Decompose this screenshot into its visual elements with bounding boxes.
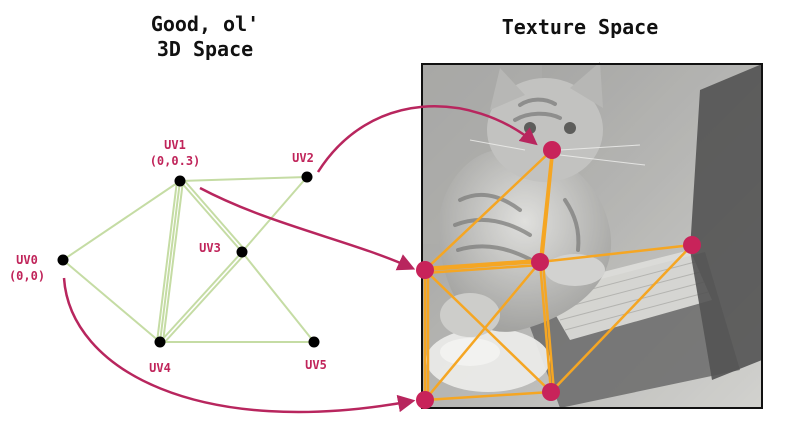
arrow-uv0 xyxy=(62,277,416,414)
arrow-uv1 xyxy=(199,186,416,271)
edge-uv3-uv5 xyxy=(241,251,315,343)
edge-uv3-uv4 xyxy=(159,251,243,343)
edge-uv0-uv4 xyxy=(62,259,161,343)
mesh-texture xyxy=(423,149,693,402)
label-uv4: UV4 xyxy=(149,361,171,375)
edge-uv0-uv1 xyxy=(62,180,181,261)
label-uv2: UV2 xyxy=(292,151,314,165)
edge-uv1-uv3-b xyxy=(182,178,246,251)
vertex-uv4 xyxy=(154,336,166,348)
edge-uv2-uv3 xyxy=(241,176,308,253)
label-uv3: UV3 xyxy=(199,241,221,255)
edge-uv3-uv4-b xyxy=(162,253,246,345)
edge-uv1-uv4-c xyxy=(162,180,184,343)
edge-uv1-uv3 xyxy=(179,180,243,253)
label-uv1: UV1 (0,0.3) xyxy=(149,138,201,168)
mapping-arrows xyxy=(62,105,538,414)
edge-uv1-uv2 xyxy=(179,176,308,182)
vertices-texture xyxy=(416,141,701,409)
vertex-uv0 xyxy=(57,254,69,266)
vertex-uv2 xyxy=(301,171,313,183)
label-uv5: UV5 xyxy=(305,358,327,372)
edge-uv1-uv4 xyxy=(159,180,181,343)
vertex-uv1 xyxy=(174,175,186,187)
mesh-3d xyxy=(62,176,315,345)
label-uv0: UV0 (0,0) xyxy=(8,253,46,283)
vertex-uv5 xyxy=(308,336,320,348)
arrow-uv2 xyxy=(316,105,538,173)
vertex-uv3 xyxy=(236,246,248,258)
vertices-3d xyxy=(57,171,320,348)
title-3d-space: Good, ol' 3D Space xyxy=(150,12,260,61)
texture-image xyxy=(421,62,763,409)
edge-uv1-uv4-b xyxy=(156,180,178,343)
title-texture-space: Texture Space xyxy=(501,15,659,39)
